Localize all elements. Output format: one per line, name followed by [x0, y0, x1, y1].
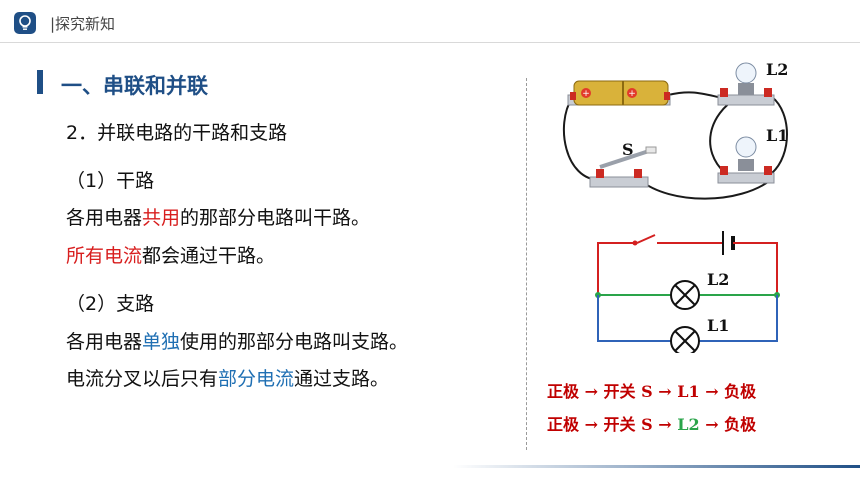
circuit-illustration: + + S L2 L1	[562, 60, 788, 200]
subtitle: 2．并联电路的干路和支路	[66, 122, 288, 144]
lamp-label-l1: L1	[766, 126, 788, 145]
path1-end: → 负极	[705, 382, 757, 401]
item1-line1-a: 各用电器	[66, 207, 143, 229]
item1-line1-c: 的那部分电路叫干路。	[180, 207, 371, 229]
schematic-label-l1: L1	[707, 316, 729, 335]
schematic-label-l2: L2	[707, 270, 729, 289]
item1-line1-highlight: 共用	[142, 207, 181, 229]
header-title: |探究新知	[50, 15, 116, 33]
lightbulb-icon	[14, 12, 36, 34]
item2-line1-a: 各用电器	[66, 331, 143, 353]
item2-line2-highlight: 部分电流	[218, 368, 295, 390]
footer-accent-bar	[453, 465, 860, 468]
column-divider	[526, 78, 527, 450]
item1-line1: 各用电器共用的那部分电路叫干路。	[66, 203, 370, 230]
item2-line2-c: 通过支路。	[294, 368, 390, 390]
svg-text:+: +	[628, 89, 636, 99]
item1-heading: （1）干路	[66, 170, 155, 192]
lamp-label-l2: L2	[766, 60, 788, 79]
path2-start: 正极 → 开关 S →	[547, 415, 672, 434]
path1-lamp: L1	[677, 382, 700, 401]
item1-line2-b: 都会通过干路。	[142, 245, 276, 267]
item2-line1-highlight: 单独	[142, 331, 181, 353]
path2-end: → 负极	[705, 415, 757, 434]
item1-line2-highlight: 所有电流	[66, 245, 143, 267]
header-bar: |探究新知	[0, 0, 860, 44]
svg-text:+: +	[582, 89, 590, 99]
item2-line1-c: 使用的那部分电路叫支路。	[180, 331, 409, 353]
current-path-l2: 正极 → 开关 S → L2 → 负极	[547, 411, 756, 435]
path2-lamp: L2	[677, 415, 700, 434]
header-divider	[0, 42, 860, 43]
item2-line2-a: 电流分叉以后只有	[66, 368, 219, 390]
section-title: 一、串联和并联	[61, 74, 208, 98]
current-path-l1: 正极 → 开关 S → L1 → 负极	[547, 378, 756, 402]
item2-line1: 各用电器单独使用的那部分电路叫支路。	[66, 327, 408, 354]
item2-heading: （2）支路	[66, 293, 155, 315]
section-marker	[37, 70, 43, 94]
item2-line2: 电流分叉以后只有部分电流通过支路。	[66, 364, 389, 391]
circuit-schematic: L2 L1	[595, 231, 780, 353]
path1-start: 正极 → 开关 S →	[547, 382, 672, 401]
switch-label-s: S	[622, 140, 634, 159]
item1-line2: 所有电流都会通过干路。	[66, 241, 275, 268]
